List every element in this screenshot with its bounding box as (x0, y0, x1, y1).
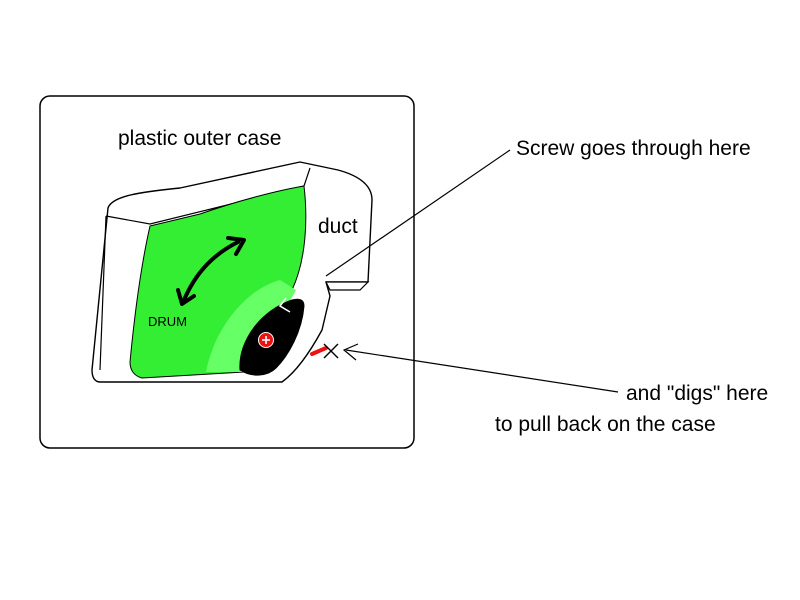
duct-label: duct (318, 215, 358, 238)
screw-head-icon (258, 332, 274, 348)
digs-leader-arrow (342, 343, 619, 393)
diagram-frame (39, 95, 415, 449)
outer-case-label: plastic outer case (118, 127, 282, 150)
screw-pointer-arrowhead (278, 297, 291, 313)
drum-label: DRUM (148, 314, 187, 329)
screw-leader-line (325, 149, 511, 277)
x-mark-icon (323, 343, 339, 359)
duct-ledge (325, 281, 370, 291)
digs-label-line1: and "digs" here (626, 382, 769, 405)
outer-case-front-edge (99, 215, 107, 371)
dig-mark (310, 346, 328, 356)
drum-highlight (206, 280, 296, 372)
digs-label-line2: to pull back on the case (495, 413, 716, 436)
rotation-arrow-icon (176, 236, 246, 306)
screw-label: Screw goes through here (516, 137, 751, 160)
